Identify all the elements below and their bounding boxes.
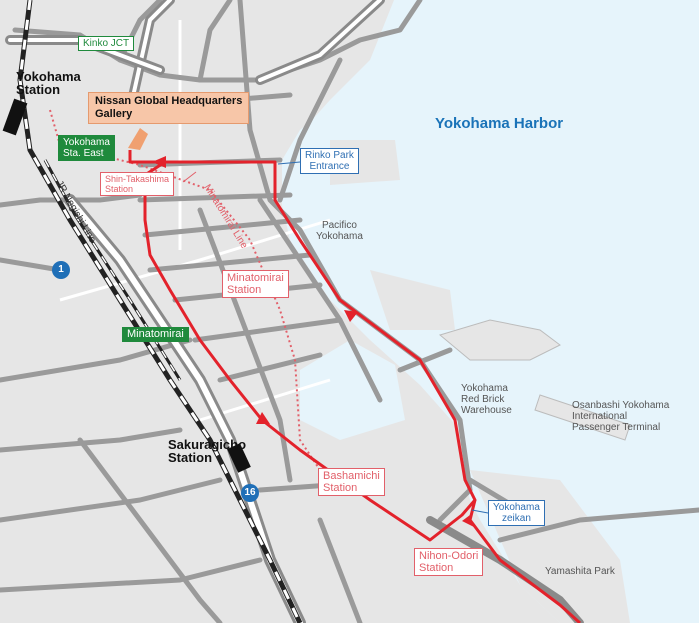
arrow-north [344, 310, 358, 322]
route-16-shield-icon: 16 [241, 484, 259, 502]
drive-route [128, 150, 582, 623]
sakuragicho-station-block [227, 443, 251, 473]
rinko-park-entrance-box: Rinko Park Entrance [300, 148, 359, 174]
shin-takashima-station-box: Shin-Takashima Station [100, 172, 175, 196]
leader-lines-blue [277, 161, 489, 514]
yokohama-station-label: Yokohama Station [16, 69, 81, 97]
harbor-label: Yokohama Harbor [435, 115, 564, 132]
sakuragicho-station-label: Sakuragicho Station [168, 437, 247, 465]
red-brick-warehouse-label: Yokohama Red Brick Warehouse [461, 383, 512, 416]
pier-osanbashi [534, 394, 631, 441]
shinko-land [370, 270, 455, 330]
yokohama-station-block [2, 98, 28, 136]
yokohama-zeikan-box: Yokohama zeikan [488, 500, 545, 526]
minatomirai-ramp-box: Minatomirai [122, 327, 189, 342]
pacifico-label: Pacifico Yokohama [316, 220, 363, 242]
minatomirai-station-box: Minatomirai Station [222, 270, 289, 298]
arrow-bashamichi [256, 412, 270, 424]
route-arrows [152, 156, 474, 527]
arrow-to-hq [152, 156, 166, 168]
route-1-shield-icon: 1 [52, 261, 70, 279]
yokohama-sta-east-box: Yokohama Sta. East [58, 135, 115, 161]
kinko-jct-box: Kinko JCT [78, 36, 135, 51]
pier-shinko [438, 319, 561, 361]
arrow-zeikan [462, 515, 474, 527]
yamashita-park-label: Yamashita Park [545, 566, 615, 577]
nihon-odori-station-box: Nihon-Odori Station [414, 548, 484, 576]
leader-lines [182, 171, 197, 183]
nissan-hq-box: Nissan Global Headquarters Gallery [88, 92, 250, 124]
canal-water [300, 340, 405, 440]
nissan-hq-marker [128, 128, 148, 150]
bashamichi-station-box: Bashamichi Station [318, 468, 385, 496]
osanbashi-terminal-label: Osanbashi Yokohama International Passeng… [572, 400, 670, 433]
minatomirai-line [49, 109, 321, 471]
